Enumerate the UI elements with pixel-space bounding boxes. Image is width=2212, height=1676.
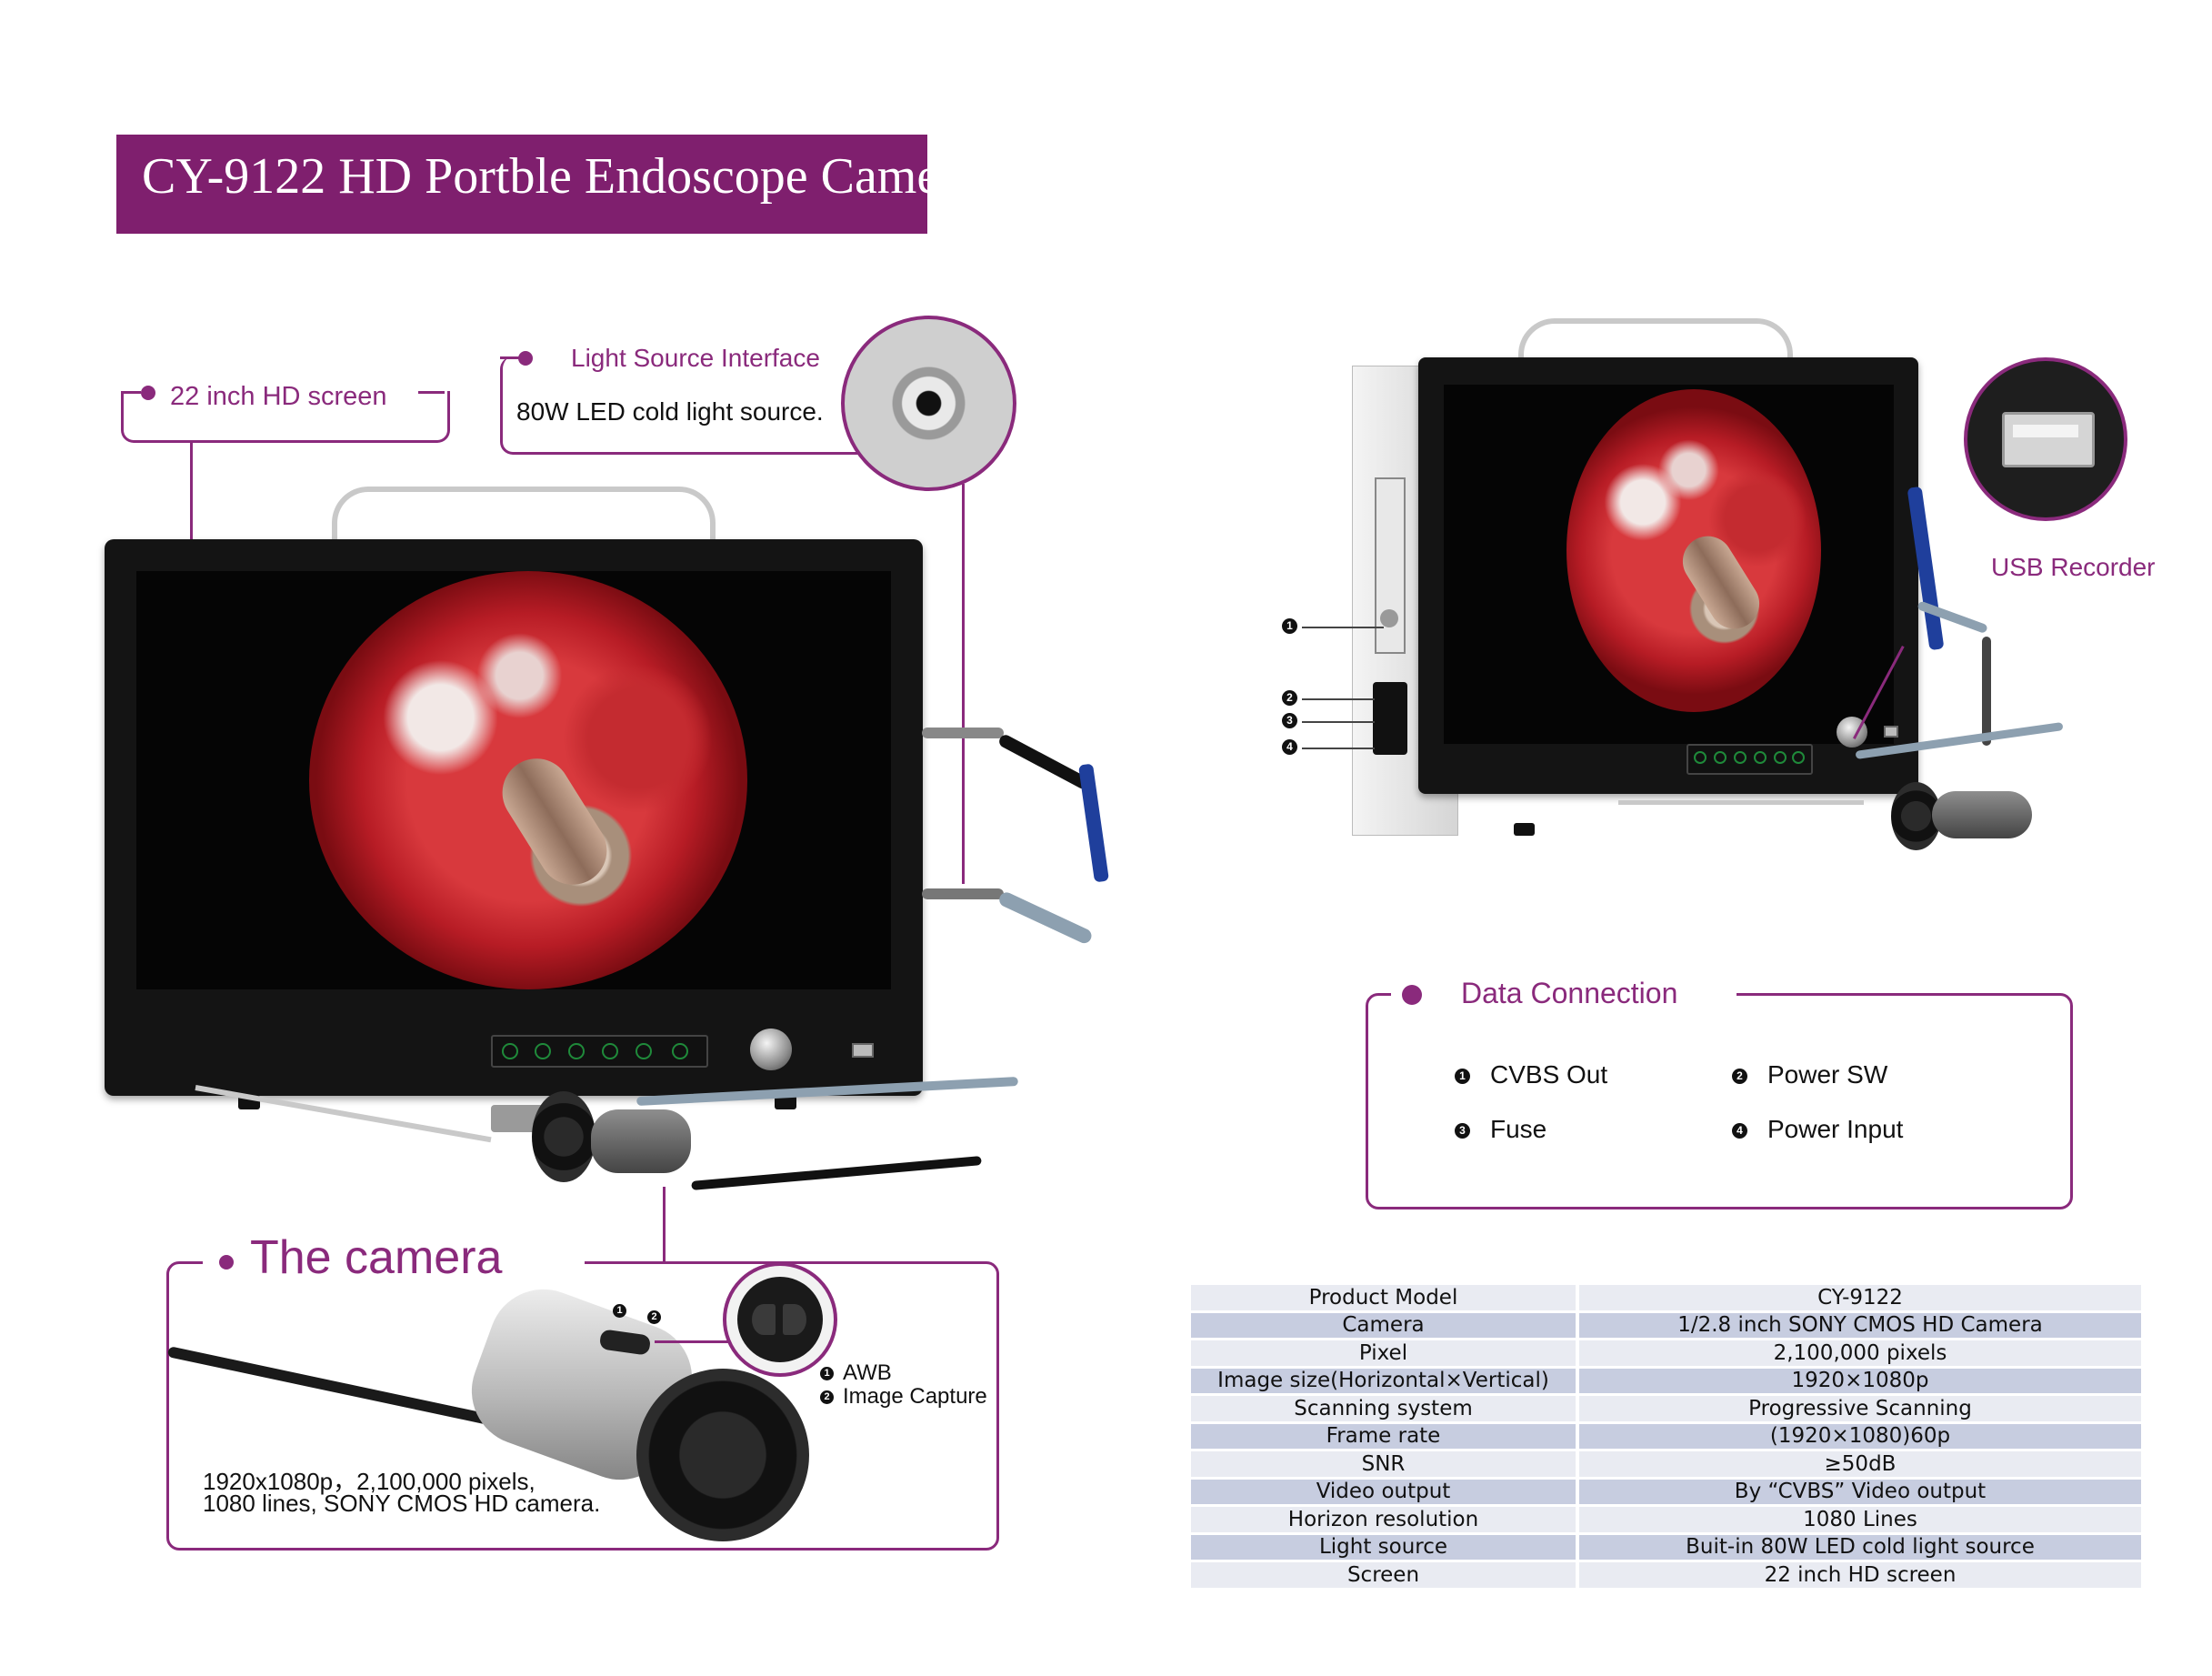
carry-handle — [1518, 318, 1793, 378]
marker-3: 3 — [1282, 713, 1297, 729]
hd-screen-label: 22 inch HD screen — [170, 382, 387, 411]
monitor-screen — [136, 571, 891, 989]
marker-1: 1 — [613, 1303, 626, 1320]
hd-screen-callout — [121, 391, 450, 443]
control-knob — [750, 1029, 792, 1070]
usb-port — [852, 1043, 874, 1058]
main-monitor — [105, 539, 923, 1096]
control-buttons — [491, 1035, 708, 1068]
data-connection-panel — [1366, 993, 2073, 1209]
usb-recorder-label: USB Recorder — [1991, 553, 2156, 581]
usb-recorder-zoom — [1964, 357, 2127, 521]
table-row: Frame rate(1920×1080)60p — [1191, 1423, 2141, 1449]
table-row: Image size(Horizontal×Vertical)1920×1080… — [1191, 1368, 2141, 1393]
camera-buttons-zoom — [723, 1262, 837, 1377]
page-title: CY-9122 HD Portble Endoscope Camera — [142, 148, 979, 205]
marker-2: 2 — [1282, 690, 1297, 707]
marker-2: 2 — [647, 1310, 661, 1326]
data-connection-title: Data Connection — [1461, 977, 1678, 1009]
light-source-desc: 80W LED cold light source. — [516, 397, 824, 426]
marker-4: 4 — [1282, 739, 1297, 756]
light-source-title: Light Source Interface — [571, 344, 820, 372]
callout-dot — [141, 386, 155, 400]
callout-dot — [1402, 985, 1422, 1005]
light-port-zoom — [841, 316, 1016, 491]
carry-handle — [332, 487, 716, 556]
camera-title: The camera — [250, 1231, 503, 1284]
camera-desc-line2: 1080 lines, SONY CMOS HD camera. — [203, 1490, 601, 1517]
side-monitor — [1418, 357, 1918, 794]
table-row: SNR≥50dB — [1191, 1451, 2141, 1477]
callout-dot — [518, 351, 533, 366]
camera-desc-line1: 1920x1080p，2,100,000 pixels, — [203, 1468, 535, 1495]
marker-1: 1 — [1282, 618, 1297, 635]
light-source-callout — [500, 356, 903, 455]
title-banner: CY-9122 HD Portble Endoscope Camera — [116, 135, 979, 234]
callout-dot — [219, 1255, 234, 1270]
camera-coupler — [636, 1369, 809, 1541]
